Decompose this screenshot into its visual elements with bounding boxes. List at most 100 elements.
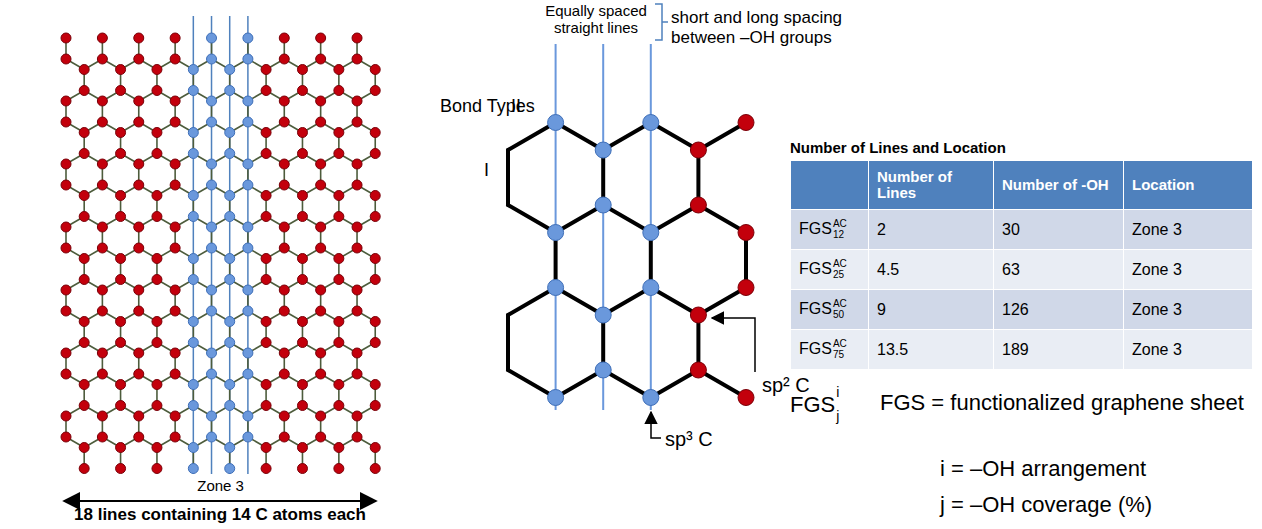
atom [97,96,107,106]
atom [79,212,89,222]
atom [261,338,271,348]
atom [738,280,754,296]
atom [243,159,253,169]
atom [170,306,180,316]
atom [134,432,144,442]
notation-superscript: i [836,384,839,400]
atom [225,401,235,411]
atom [316,369,326,379]
atom [316,432,326,442]
atom [316,411,326,421]
atom [79,380,89,390]
atom [188,443,198,453]
atom [370,128,380,138]
atom [188,149,198,159]
atom [279,96,289,106]
atom [61,54,71,64]
atom [370,464,380,474]
atom [297,86,307,96]
notation-symbol: FGS [790,392,835,417]
atom [134,243,144,253]
atom [79,338,89,348]
notation-note: FGS = functionalized graphene sheet [880,390,1258,415]
atom [188,317,198,327]
data-table: Number of LinesNumber of -OHLocationFGSA… [790,160,1253,370]
atom [334,149,344,159]
atom [370,191,380,201]
atom [207,243,217,253]
atom [643,280,659,296]
atom [152,128,162,138]
table-cell: 189 [1002,341,1029,358]
atom [643,390,659,406]
callout-label: sp³ C [665,428,713,451]
atom [370,443,380,453]
atom [116,191,126,201]
atom [116,65,126,75]
table-cell: Zone 3 [1132,301,1182,318]
atom [297,317,307,327]
atom [61,243,71,253]
atom [61,369,71,379]
atom [97,243,107,253]
atom [79,65,89,75]
atom [225,317,235,327]
atom [352,54,362,64]
atom [170,54,180,64]
atom [352,306,362,316]
atom [370,149,380,159]
equal-line [602,44,604,410]
atom [279,369,289,379]
table-cell: 2 [877,221,886,238]
atom [79,401,89,411]
atom [297,254,307,264]
atom [61,96,71,106]
atom [279,243,289,253]
atom [152,212,162,222]
atom [595,307,611,323]
row-superscript: AC [833,259,847,270]
atom [595,142,611,158]
atom [79,128,89,138]
atom [152,317,162,327]
atom [97,222,107,232]
atom [225,149,235,159]
atom [261,380,271,390]
atom [207,432,217,442]
atom [690,197,706,213]
atom [334,380,344,390]
atom [297,464,307,474]
atom [97,432,107,442]
atom [243,54,253,64]
atom [279,411,289,421]
atom [316,180,326,190]
atom [116,401,126,411]
atom [297,443,307,453]
atom [316,159,326,169]
atom [97,54,107,64]
atom [188,212,198,222]
atom [152,338,162,348]
atom [134,159,144,169]
atom [188,128,198,138]
atom [61,117,71,127]
atom [134,222,144,232]
atom [261,464,271,474]
atom [548,115,564,131]
atom [370,275,380,285]
atom [243,348,253,358]
atom [170,33,180,43]
bond [506,315,510,370]
atom [188,338,198,348]
atom [261,65,271,75]
row-subscript: 50 [833,310,847,321]
atom [279,432,289,442]
atom [316,96,326,106]
atom [370,401,380,411]
atom [116,464,126,474]
notation-subscript: j [836,408,839,424]
detail-atoms [548,115,754,406]
atom [97,285,107,295]
atom [152,464,162,474]
atom [297,401,307,411]
